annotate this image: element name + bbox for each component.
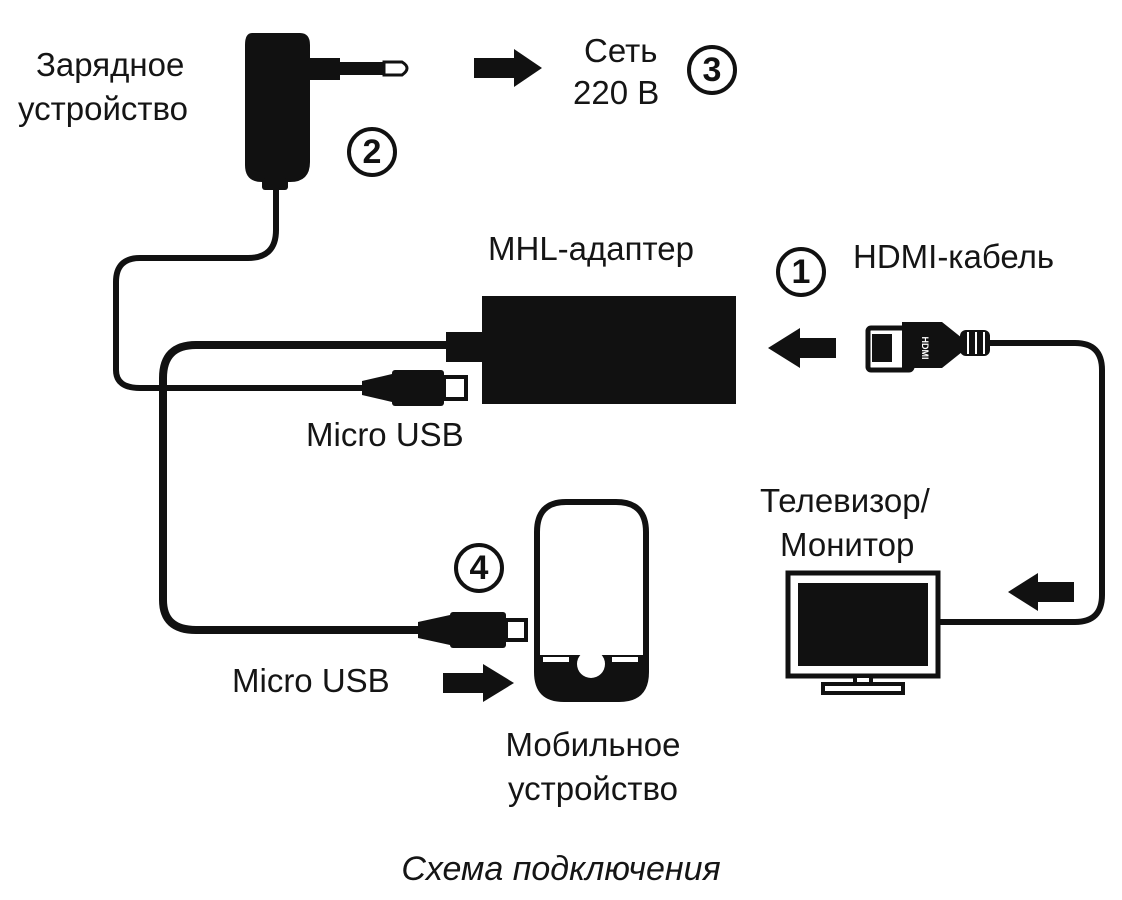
charger-icon (245, 33, 409, 190)
charger-label-line2: устройство (18, 90, 189, 127)
adapter-phone-cable (159, 341, 448, 634)
mhl-adapter-icon (446, 296, 736, 404)
tv-label-line2: Монитор (780, 526, 915, 563)
micro-usb-plug-top (362, 370, 468, 406)
arrow-to-adapter (768, 328, 836, 368)
adapter-label: MHL-адаптер (488, 230, 694, 267)
charger-label-line1: Зарядное (36, 46, 185, 83)
network-label-line2: 220 В (573, 74, 660, 111)
mobile-label-line1: Мобильное (505, 726, 681, 763)
arrow-to-network (474, 49, 542, 87)
step-1-badge: 1 (776, 247, 826, 297)
mobile-label-line2: устройство (507, 770, 678, 807)
hdmi-cable-label: HDMI-кабель (853, 238, 1055, 275)
network-label-line1: Сеть (584, 32, 658, 69)
step-2-badge: 2 (347, 127, 397, 177)
arrow-to-phone (443, 664, 514, 702)
hdmi-cable (936, 340, 1105, 625)
diagram-caption: Схема подключения (401, 850, 721, 888)
hdmi-plug-label: HDMI (920, 337, 930, 360)
charger-cable (113, 182, 365, 391)
hdmi-plug-icon: HDMI (865, 322, 990, 373)
mobile-device-icon (534, 499, 649, 702)
arrow-to-tv (1008, 573, 1074, 611)
micro-usb-plug-bottom (418, 612, 528, 648)
micro-usb-bottom-label: Micro USB (232, 662, 390, 699)
micro-usb-top-label: Micro USB (306, 416, 464, 453)
tv-monitor-icon (785, 570, 941, 695)
step-4-badge: 4 (454, 543, 504, 593)
step-3-badge: 3 (687, 45, 737, 95)
tv-label-line1: Телевизор/ (760, 482, 930, 519)
